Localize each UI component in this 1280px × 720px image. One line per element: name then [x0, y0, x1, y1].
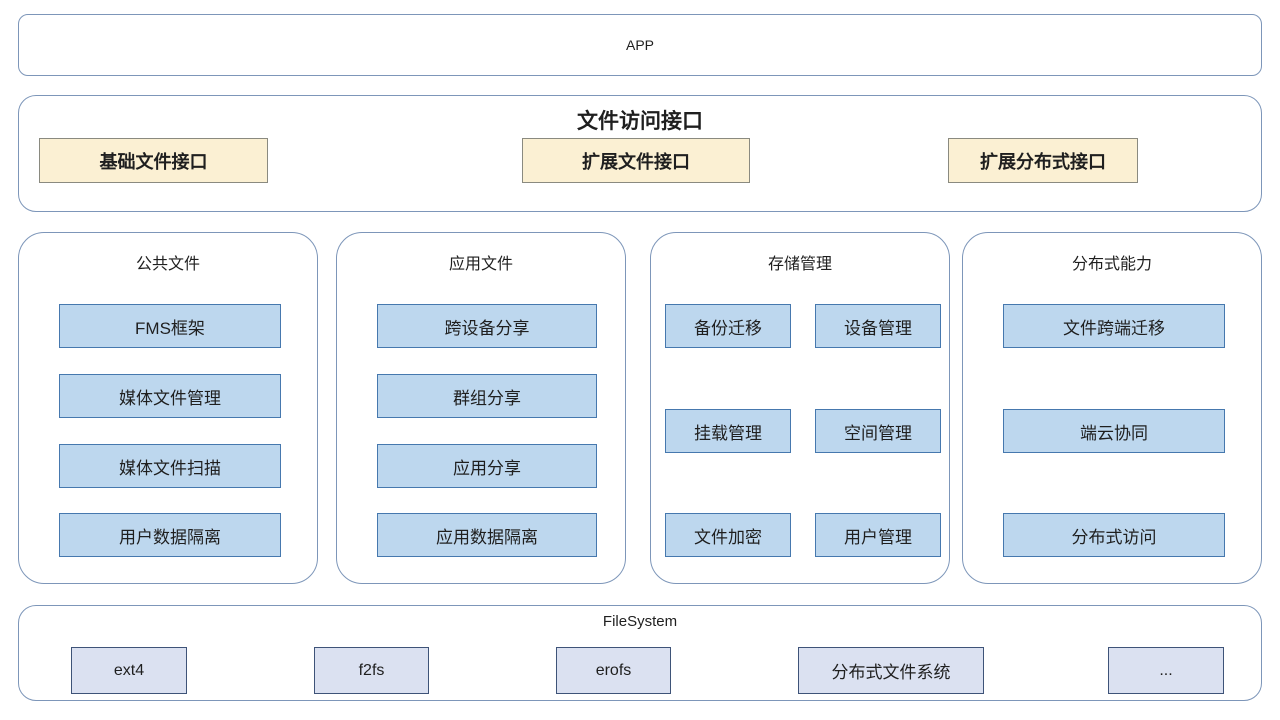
feature-box-fms-framework: FMS框架 [59, 304, 281, 348]
fs-box-erofs: erofs [556, 647, 671, 694]
feature-box-user-management: 用户管理 [815, 513, 941, 557]
feature-box-app-data-isolation: 应用数据隔离 [377, 513, 597, 557]
app-layer-box: APP [18, 14, 1262, 76]
feature-box-device-management: 设备管理 [815, 304, 941, 348]
file-access-title: 文件访问接口 [577, 110, 703, 133]
feature-box-space-management: 空间管理 [815, 409, 941, 453]
column-application-files-title: 应用文件 [448, 256, 513, 273]
feature-box-file-cross-device-migration: 文件跨端迁移 [1003, 304, 1225, 348]
feature-box-cross-device-sharing: 跨设备分享 [377, 304, 597, 348]
app-layer-label: APP [625, 37, 654, 53]
feature-box-app-sharing: 应用分享 [377, 444, 597, 488]
fs-box-ext4: ext4 [71, 647, 187, 694]
extended-file-interface-box: 扩展文件接口 [522, 138, 750, 183]
extended-distributed-interface-box: 扩展分布式接口 [948, 138, 1138, 183]
column-public-files-title: 公共文件 [135, 256, 200, 273]
feature-box-distributed-access: 分布式访问 [1003, 513, 1225, 557]
file-access-layer-box: 文件访问接口 基础文件接口 扩展文件接口 扩展分布式接口 [18, 95, 1262, 212]
fs-box-f2fs: f2fs [314, 647, 429, 694]
fs-box-ellipsis: ... [1108, 647, 1224, 694]
feature-box-user-data-isolation: 用户数据隔离 [59, 513, 281, 557]
fs-box-distributed-filesystem: 分布式文件系统 [798, 647, 984, 694]
feature-box-media-file-scan: 媒体文件扫描 [59, 444, 281, 488]
basic-file-interface-box: 基础文件接口 [39, 138, 268, 183]
feature-box-group-sharing: 群组分享 [377, 374, 597, 418]
column-storage-management-title: 存储管理 [767, 256, 832, 273]
column-public-files: 公共文件 FMS框架 媒体文件管理 媒体文件扫描 用户数据隔离 [18, 232, 318, 584]
column-distributed-capability-title: 分布式能力 [1071, 256, 1152, 273]
feature-box-mount-management: 挂载管理 [665, 409, 791, 453]
filesystem-title: FileSystem [602, 613, 678, 630]
filesystem-layer-box: FileSystem ext4 f2fs erofs 分布式文件系统 ... [18, 605, 1262, 701]
column-storage-management: 存储管理 备份迁移 设备管理 挂载管理 空间管理 文件加密 用户管理 [650, 232, 950, 584]
feature-box-device-cloud-collaboration: 端云协同 [1003, 409, 1225, 453]
column-distributed-capability: 分布式能力 文件跨端迁移 端云协同 分布式访问 [962, 232, 1262, 584]
feature-box-media-file-management: 媒体文件管理 [59, 374, 281, 418]
feature-box-backup-migration: 备份迁移 [665, 304, 791, 348]
column-application-files: 应用文件 跨设备分享 群组分享 应用分享 应用数据隔离 [336, 232, 626, 584]
feature-box-file-encryption: 文件加密 [665, 513, 791, 557]
